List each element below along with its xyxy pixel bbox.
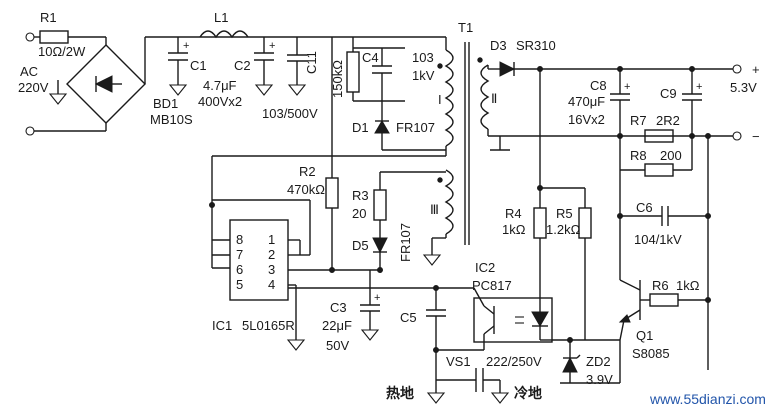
c1c2-value2: 400Vx2 bbox=[198, 94, 242, 109]
ic1-pin-1: 1 bbox=[268, 232, 275, 247]
d5-part: FR107 bbox=[398, 223, 413, 262]
r4-value: 1kΩ bbox=[502, 222, 526, 237]
c4-value1: 103 bbox=[412, 50, 434, 65]
ic1-label: IC1 bbox=[212, 318, 232, 333]
r150k-label: 150kΩ bbox=[330, 60, 345, 98]
d5-label: D5 bbox=[352, 238, 369, 253]
transformer-t1 bbox=[405, 36, 490, 245]
svg-text:+: + bbox=[269, 40, 275, 52]
r6-label: R6 bbox=[652, 278, 669, 293]
r2-label: R2 bbox=[299, 164, 316, 179]
ic1-pin-8: 8 bbox=[236, 232, 243, 247]
ic2-part: PC817 bbox=[472, 278, 512, 293]
vs1-value: 222/250V bbox=[486, 354, 542, 369]
l1-label: L1 bbox=[214, 10, 228, 25]
svg-text:+: + bbox=[624, 81, 630, 93]
svg-text:+: + bbox=[183, 40, 189, 52]
c11-label: C11 bbox=[304, 51, 319, 74]
ic1-pin-7: 7 bbox=[236, 247, 243, 262]
d3-part: SR310 bbox=[516, 38, 556, 53]
ac-input bbox=[25, 30, 106, 136]
r5-label: R5 bbox=[556, 206, 573, 221]
c8-value1: 470μF bbox=[568, 94, 605, 109]
r2-value: 470kΩ bbox=[287, 182, 325, 197]
q1-part: S8085 bbox=[632, 346, 670, 361]
bd1-label: BD1 bbox=[153, 96, 178, 111]
vs1-label: VS1 bbox=[446, 354, 471, 369]
c9-label: C9 bbox=[660, 86, 677, 101]
l1-inductor bbox=[199, 30, 249, 39]
winding-2-label: Ⅱ bbox=[491, 91, 497, 106]
c8-value2: 16Vx2 bbox=[568, 112, 605, 127]
c6-label: C6 bbox=[636, 200, 653, 215]
c6-value: 104/1kV bbox=[634, 232, 682, 247]
r8-value: 200 bbox=[660, 148, 682, 163]
svg-text:+: + bbox=[696, 81, 702, 93]
c2-label: C2 bbox=[234, 58, 251, 73]
feedback-transistor bbox=[585, 170, 711, 341]
r4-label: R4 bbox=[505, 206, 522, 221]
zd2-value: 3.9V bbox=[586, 372, 613, 387]
c5-label: C5 bbox=[400, 310, 417, 325]
c3-value2: 50V bbox=[326, 338, 349, 353]
r3-value: 20 bbox=[352, 206, 366, 221]
watermark-text: www.55dianzi.com bbox=[649, 391, 766, 407]
ic1-pin-2: 2 bbox=[268, 247, 275, 262]
c4-value2: 1kV bbox=[412, 68, 435, 83]
ic1-pin-4: 4 bbox=[268, 277, 275, 292]
r5-value: 1.2kΩ bbox=[546, 222, 581, 237]
winding-1-label: I bbox=[438, 92, 442, 107]
out-voltage: 5.3V bbox=[730, 80, 757, 95]
c2-capacitor: + bbox=[254, 37, 275, 96]
r8-label: R8 bbox=[630, 148, 647, 163]
hot-ground-label: 热地 bbox=[386, 385, 414, 402]
bridge-rectifier bbox=[66, 36, 405, 131]
ic1-part: 5L0165R bbox=[242, 318, 295, 333]
c3-value1: 22μF bbox=[322, 318, 352, 333]
c11-value: 103/500V bbox=[262, 106, 318, 121]
ac-label: AC bbox=[20, 64, 38, 79]
c8-label: C8 bbox=[590, 78, 607, 93]
r7-value: 2R2 bbox=[656, 113, 680, 128]
t1-label: T1 bbox=[458, 20, 473, 35]
ic1-pin-6: 6 bbox=[236, 262, 243, 277]
r1-value: 10Ω/2W bbox=[38, 44, 86, 59]
r1-label: R1 bbox=[40, 10, 57, 25]
r6-value: 1kΩ bbox=[676, 278, 700, 293]
secondary-output: + + bbox=[487, 61, 742, 370]
out-minus: − bbox=[752, 129, 760, 144]
d1-part: FR107 bbox=[396, 120, 435, 135]
c1-capacitor: + bbox=[168, 37, 189, 96]
ic2-label: IC2 bbox=[475, 260, 495, 275]
cold-ground-label: 冷地 bbox=[514, 385, 542, 402]
r7-label: R7 bbox=[630, 113, 647, 128]
c11-capacitor bbox=[287, 37, 307, 96]
out-plus: + bbox=[752, 62, 760, 77]
d1-label: D1 bbox=[352, 120, 369, 135]
q1-label: Q1 bbox=[636, 328, 653, 343]
c3-label: C3 bbox=[330, 300, 347, 315]
svg-text:+: + bbox=[374, 292, 380, 304]
feedback-network bbox=[473, 69, 621, 384]
c1-label: C1 bbox=[190, 58, 207, 73]
ac-voltage: 220V bbox=[18, 80, 49, 95]
zd2-label: ZD2 bbox=[586, 354, 611, 369]
primary-control: + bbox=[209, 37, 510, 404]
ic1-pin-5: 5 bbox=[236, 277, 243, 292]
r3-label: R3 bbox=[352, 188, 369, 203]
winding-3-label: Ⅲ bbox=[430, 202, 439, 217]
c1c2-value1: 4.7μF bbox=[203, 78, 237, 93]
snubber-network bbox=[346, 37, 446, 151]
ic1-pin-3: 3 bbox=[268, 262, 275, 277]
bd1-part: MB10S bbox=[150, 112, 193, 127]
d3-label: D3 bbox=[490, 38, 507, 53]
c4-label: C4 bbox=[362, 50, 379, 65]
